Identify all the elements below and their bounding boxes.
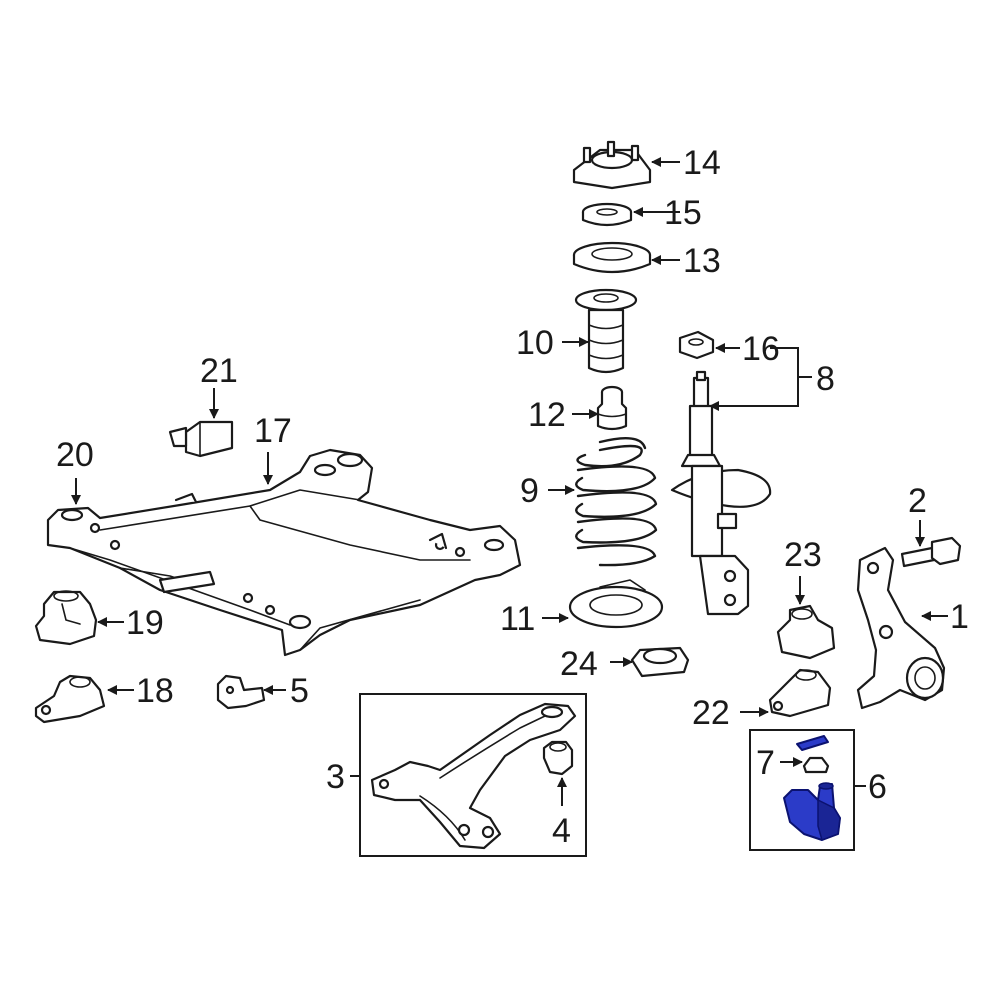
callout-10: 10 <box>516 324 554 362</box>
part-17-crossmember[interactable] <box>46 448 522 657</box>
callout-5: 5 <box>290 672 309 710</box>
callout-4: 4 <box>552 812 571 850</box>
part-7-nut-highlight[interactable] <box>796 735 829 751</box>
part-8-strut[interactable] <box>670 370 772 616</box>
part-18-mount[interactable] <box>34 674 106 724</box>
part-12-bumper[interactable] <box>596 385 628 431</box>
callout-6: 6 <box>868 768 887 806</box>
part-2-bolt[interactable] <box>900 536 962 568</box>
part-10-boot[interactable] <box>574 288 638 374</box>
callout-19: 19 <box>126 604 164 642</box>
leader-lines <box>71 157 948 806</box>
callout-22: 22 <box>692 694 730 732</box>
part-3-lower-arm[interactable] <box>370 702 577 850</box>
callout-8: 8 <box>816 360 835 398</box>
part-23-mount[interactable] <box>776 604 836 660</box>
callout-20: 20 <box>56 436 94 474</box>
part-9-coil-spring[interactable] <box>575 436 658 567</box>
part-6-ball-joint[interactable] <box>783 782 841 841</box>
callout-1: 1 <box>950 598 969 636</box>
callout-2: 2 <box>908 482 927 520</box>
part-13-spring-seat[interactable] <box>572 241 652 274</box>
part-6-detail-box <box>749 729 855 851</box>
callout-21: 21 <box>200 352 238 390</box>
part-24-bracket[interactable] <box>630 646 690 678</box>
part-19-mount[interactable] <box>34 590 98 646</box>
part-4-bushing[interactable] <box>542 740 574 776</box>
callout-7: 7 <box>756 744 775 782</box>
callout-23: 23 <box>784 536 822 574</box>
callout-labels: 14 15 13 10 12 9 11 24 16 8 2 23 1 22 7 … <box>56 144 969 850</box>
callout-24: 24 <box>560 645 598 683</box>
part-5-bracket[interactable] <box>216 674 266 710</box>
callout-18: 18 <box>136 672 174 710</box>
callout-16: 16 <box>742 330 780 368</box>
part-11-insulator[interactable] <box>568 579 664 629</box>
part-15-bearing[interactable] <box>581 202 633 227</box>
callout-13: 13 <box>683 242 721 280</box>
callout-14: 14 <box>683 144 721 182</box>
callout-9: 9 <box>520 472 539 510</box>
callout-15: 15 <box>664 194 702 232</box>
callout-11: 11 <box>500 600 535 638</box>
part-7-nut[interactable] <box>802 756 830 774</box>
part-21-bracket[interactable] <box>168 420 234 458</box>
part-1-knuckle[interactable] <box>856 546 946 710</box>
callout-12: 12 <box>528 396 566 434</box>
callout-17: 17 <box>254 412 292 450</box>
part-16-nut[interactable] <box>678 330 715 360</box>
part-22-mount[interactable] <box>768 668 832 718</box>
callout-3: 3 <box>326 758 345 796</box>
part-14-upper-mount[interactable] <box>572 140 652 190</box>
